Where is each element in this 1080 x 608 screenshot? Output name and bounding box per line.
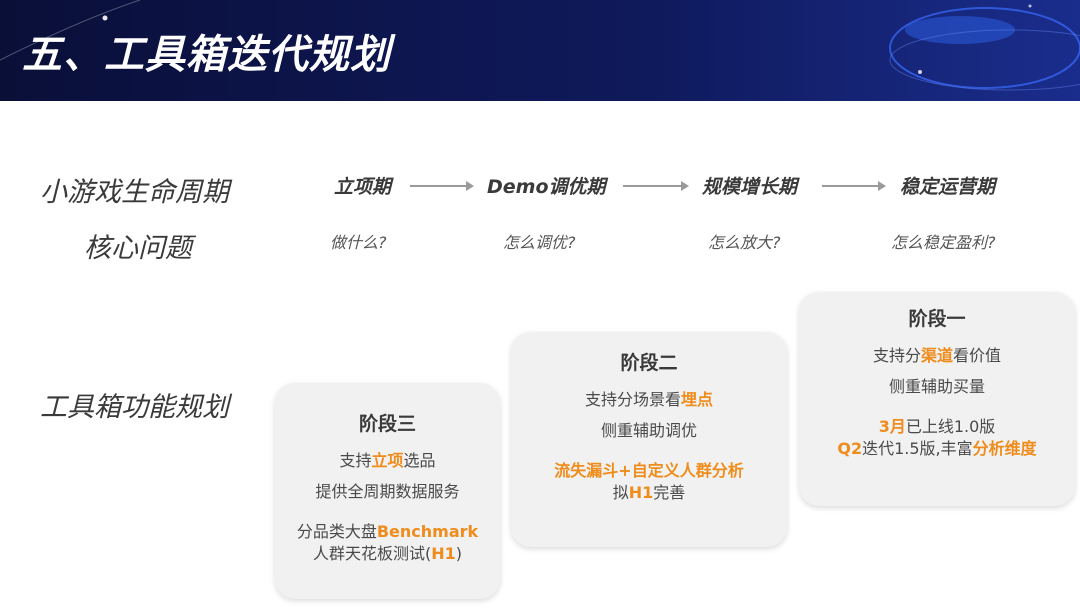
plan-label: 工具箱功能规划 bbox=[40, 385, 229, 424]
phase-three-line3: 分品类大盘Benchmark bbox=[275, 521, 500, 543]
arrow-3 bbox=[822, 185, 884, 187]
stage-demo: Demo调优期 bbox=[487, 172, 606, 199]
phase-three-line1: 支持立项选品 bbox=[275, 450, 500, 472]
phase-one-title: 阶段一 bbox=[799, 304, 1075, 331]
stage-initiation: 立项期 bbox=[334, 172, 391, 199]
core-question-label: 核心问题 bbox=[84, 226, 192, 265]
stage-growth: 规模增长期 bbox=[702, 172, 797, 199]
question-stable: 怎么稳定盈利? bbox=[891, 229, 996, 253]
phase-two-line2: 侧重辅助调优 bbox=[511, 420, 787, 442]
phase-two-title: 阶段二 bbox=[511, 348, 787, 375]
header-banner: 五、工具箱迭代规划 bbox=[0, 0, 1080, 101]
phase-two-line3: 流失漏斗+自定义人群分析 bbox=[511, 460, 787, 482]
phase-two-line4: 拟H1完善 bbox=[511, 482, 787, 504]
page-title: 五、工具箱迭代规划 bbox=[22, 22, 391, 80]
card-phase-three: 阶段三 支持立项选品 提供全周期数据服务 分品类大盘Benchmark 人群天花… bbox=[275, 383, 500, 599]
phase-one-line3: 3月已上线1.0版 bbox=[799, 416, 1075, 438]
phase-one-line4: Q2迭代1.5版,丰富分析维度 bbox=[799, 438, 1075, 460]
question-demo: 怎么调优? bbox=[503, 229, 576, 253]
arrow-1 bbox=[410, 185, 472, 187]
question-initiation: 做什么? bbox=[330, 229, 387, 253]
arrow-2 bbox=[623, 185, 687, 187]
phase-three-title: 阶段三 bbox=[275, 409, 500, 436]
question-growth: 怎么放大? bbox=[708, 229, 781, 253]
card-phase-one: 阶段一 支持分渠道看价值 侧重辅助买量 3月已上线1.0版 Q2迭代1.5版,丰… bbox=[799, 292, 1075, 506]
stage-stable: 稳定运营期 bbox=[900, 172, 995, 199]
phase-one-line1: 支持分渠道看价值 bbox=[799, 345, 1075, 367]
card-phase-two: 阶段二 支持分场景看埋点 侧重辅助调优 流失漏斗+自定义人群分析 拟H1完善 bbox=[511, 332, 787, 547]
lifecycle-label: 小游戏生命周期 bbox=[40, 170, 229, 209]
phase-two-line1: 支持分场景看埋点 bbox=[511, 389, 787, 411]
phase-three-line2: 提供全周期数据服务 bbox=[275, 481, 500, 503]
phase-three-line4: 人群天花板测试(H1) bbox=[275, 543, 500, 565]
phase-one-line2: 侧重辅助买量 bbox=[799, 376, 1075, 398]
